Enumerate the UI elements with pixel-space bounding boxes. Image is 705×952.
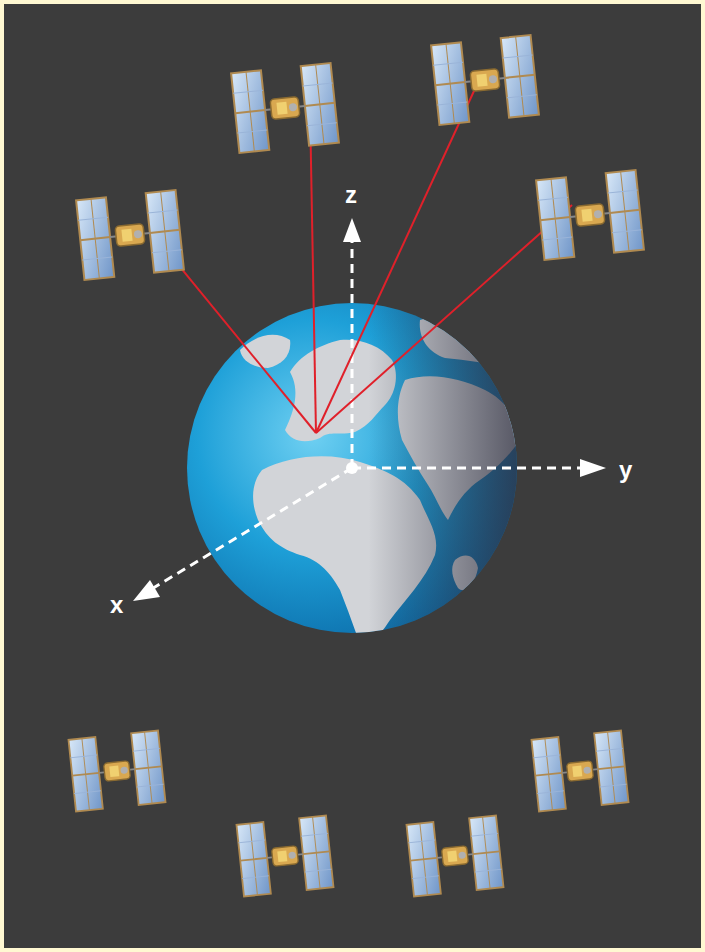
axis-label: x	[110, 593, 123, 617]
axis-label: y	[619, 458, 632, 482]
axis-label: z	[345, 183, 357, 207]
